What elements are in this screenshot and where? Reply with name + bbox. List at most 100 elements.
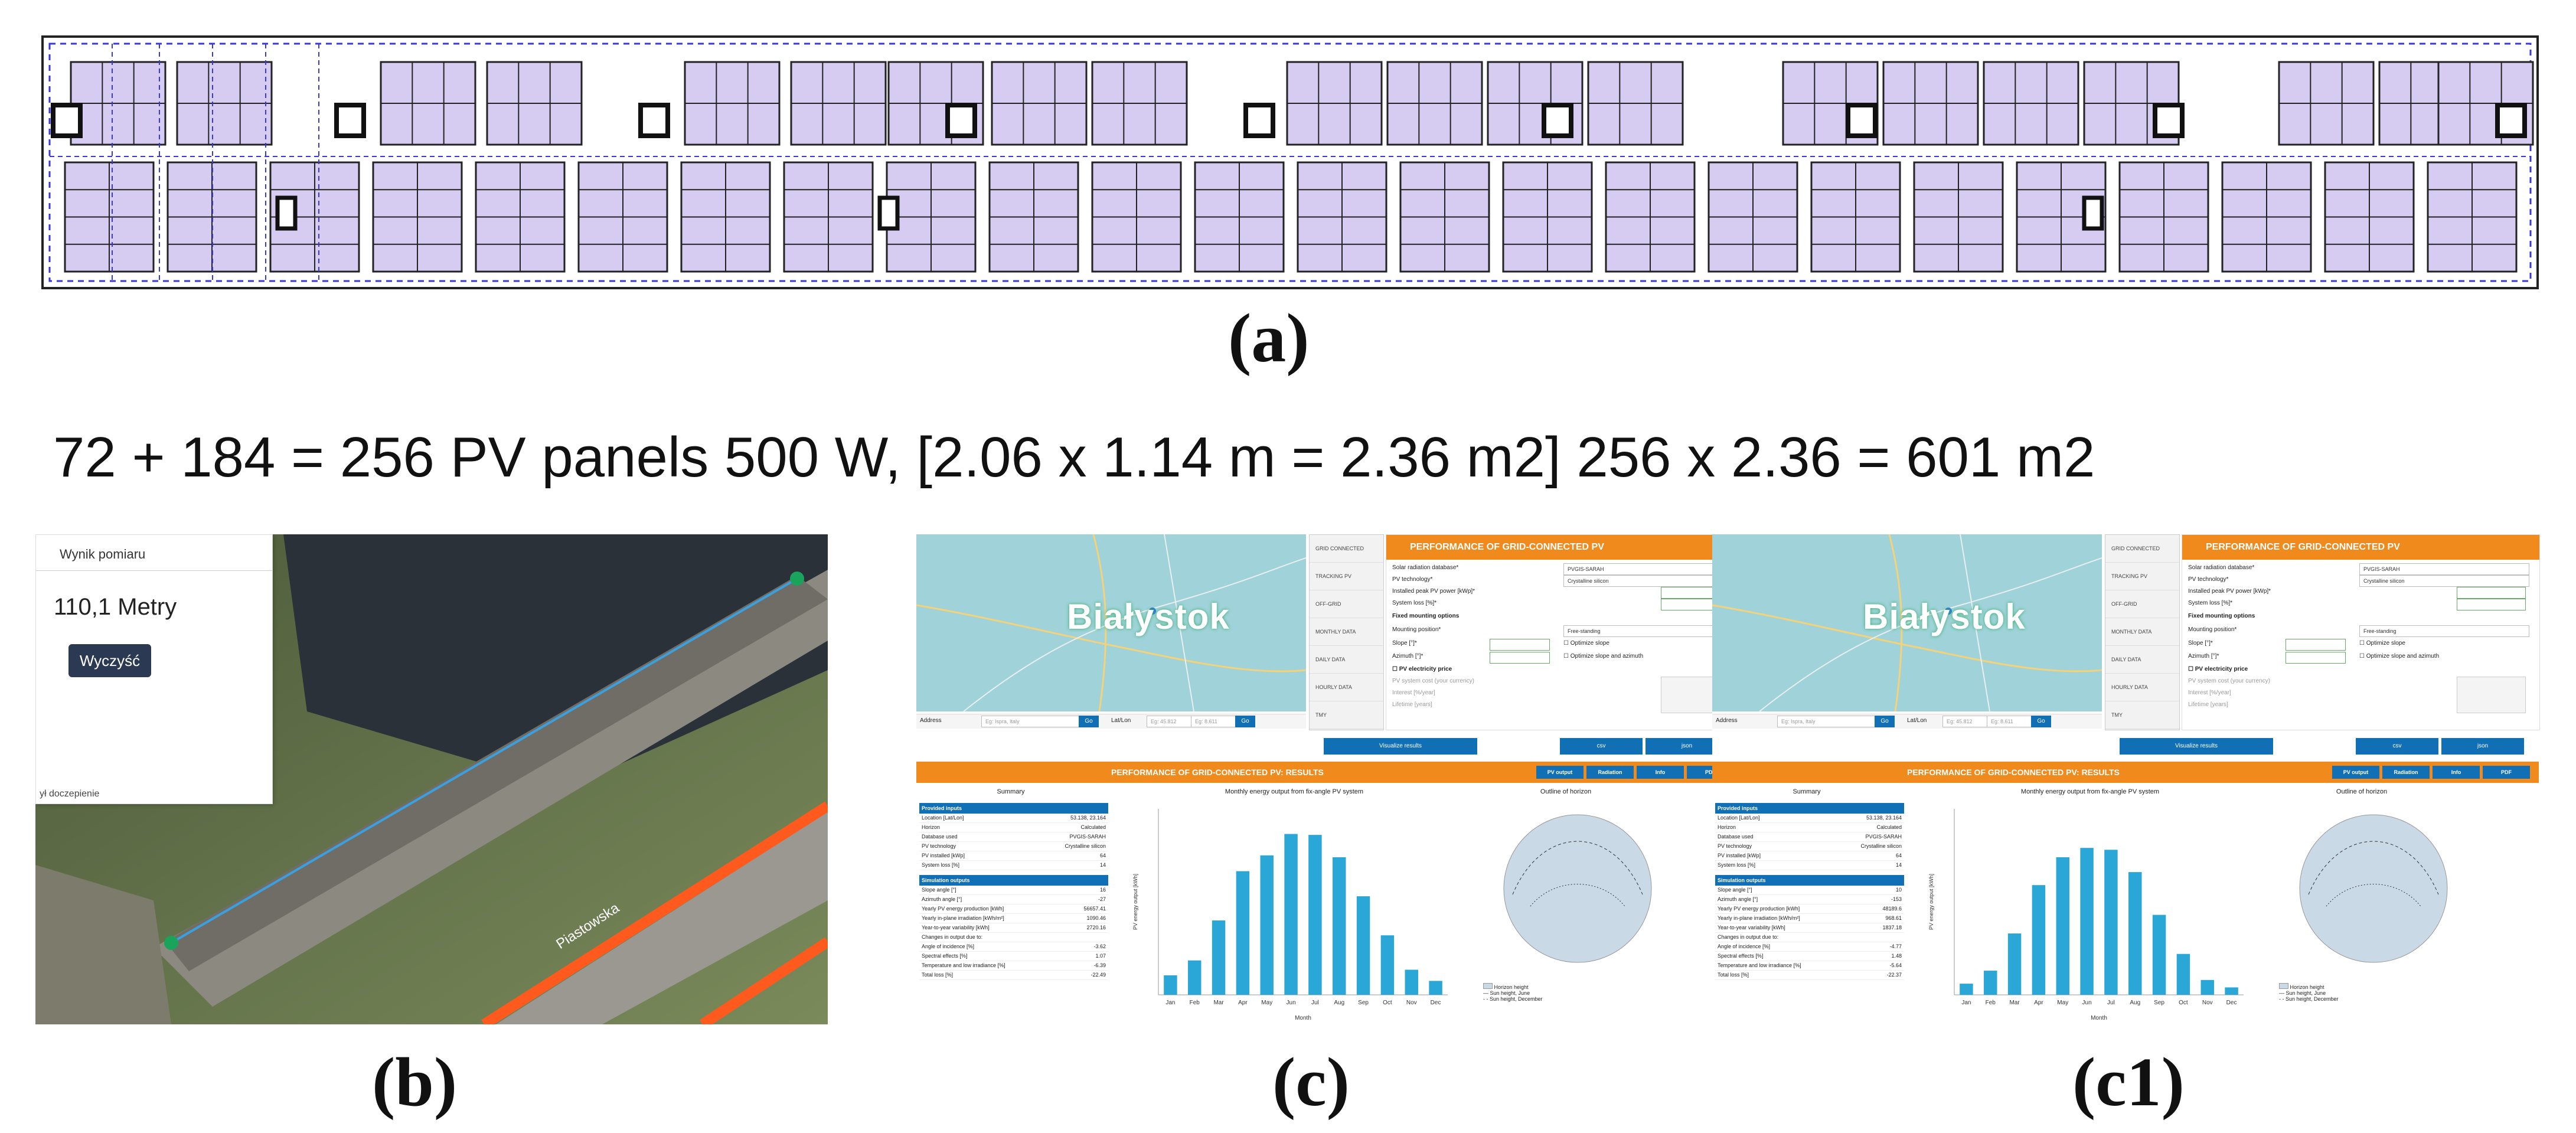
tool-tab[interactable]: HOURLY DATA [1310, 674, 1383, 701]
row-label: Slope angle [°] [922, 887, 956, 893]
tool-tab[interactable]: GRID CONNECTED [2105, 535, 2179, 563]
pv-map[interactable]: Białystok [916, 534, 1306, 711]
price-checkbox[interactable]: ☐ PV electricity price [1392, 666, 1452, 672]
result-tab-info[interactable]: Info [2433, 766, 2480, 779]
lon-input[interactable]: Eg: 8.611 [1191, 716, 1237, 727]
roof-vent [2495, 103, 2527, 138]
tool-tab[interactable]: DAILY DATA [1310, 646, 1383, 674]
mounting-heading: Fixed mounting options [1392, 613, 1460, 619]
radiation-db-select[interactable]: PVGIS-SARAH [2359, 563, 2529, 575]
slope-input[interactable] [1490, 639, 1550, 651]
lon-input[interactable]: Eg: 8.611 [1987, 716, 2033, 727]
table-row: Yearly in-plane irradiation [kWh/m²]1090… [919, 914, 1108, 923]
tool-tab[interactable]: HOURLY DATA [2105, 674, 2179, 701]
latlon-go-button[interactable]: Go [2031, 716, 2051, 727]
mounting-label: Mounting position* [1392, 626, 1441, 633]
row-value: 14 [1099, 862, 1106, 868]
roof-vent [51, 103, 83, 138]
mounting-select[interactable]: Free-standing [1563, 625, 1733, 637]
address-go-button[interactable]: Go [1875, 716, 1895, 727]
optimize-both-label: Optimize slope and azimuth [2366, 653, 2440, 659]
measurement-popup: Wynik pomiaru 110,1 Metry Wyczyść ył doc… [35, 534, 273, 804]
tool-tab[interactable]: TRACKING PV [2105, 563, 2179, 590]
address-go-button[interactable]: Go [1079, 716, 1099, 727]
roof-vent [334, 103, 366, 138]
measurement-value: 110,1 Metry [54, 594, 177, 620]
optimize-slope-checkbox[interactable]: ☐ Optimize slope [1563, 640, 1609, 647]
result-tab-radiation[interactable]: Radiation [2382, 766, 2430, 779]
tool-tab[interactable]: MONTHLY DATA [1310, 618, 1383, 646]
result-tab-pdf[interactable]: PDF [2483, 766, 2530, 779]
mounting-select[interactable]: Free-standing [2359, 625, 2529, 637]
x-tick-label: Sep [2154, 1000, 2164, 1006]
bar-aug [2128, 872, 2142, 995]
roof-vent [2082, 195, 2104, 231]
table-row: Azimuth angle [°]-153 [1715, 895, 1904, 905]
table-row: Angle of incidence [%]-4.77 [1715, 942, 1904, 952]
system-loss-input[interactable] [2457, 599, 2526, 610]
row-value: 1.48 [1891, 953, 1902, 959]
row-value: 53.138, 23.164 [1866, 815, 1902, 821]
address-input[interactable]: Eg: Ispra, Italy [1777, 716, 1876, 727]
tool-tab[interactable]: DAILY DATA [2105, 646, 2179, 674]
azimuth-input[interactable] [1490, 652, 1550, 664]
price-inputs[interactable] [2457, 677, 2526, 713]
visualize-results-button[interactable]: Visualize results [2120, 738, 2273, 755]
slope-input[interactable] [2286, 639, 2346, 651]
measurement-title: Wynik pomiaru [60, 547, 146, 561]
measurement-footer: ył doczepienie [40, 789, 100, 799]
tool-tab[interactable]: OFF-GRID [2105, 590, 2179, 618]
legend-label: Horizon height [1494, 984, 1529, 990]
row-label: Database used [1718, 834, 1754, 840]
optimize-both-checkbox[interactable]: ☐ Optimize slope and azimuth [1563, 653, 1644, 659]
peak-power-input[interactable] [2457, 587, 2526, 599]
latlon-go-button[interactable]: Go [1235, 716, 1255, 727]
tool-tab[interactable]: MONTHLY DATA [2105, 618, 2179, 646]
result-tab-pv-output[interactable]: PV output [2332, 766, 2379, 779]
visualize-results-button[interactable]: Visualize results [1324, 738, 1477, 755]
optimize-slope-checkbox[interactable]: ☐ Optimize slope [2359, 640, 2405, 647]
optimize-slope-label: Optimize slope [2366, 640, 2405, 647]
row-value: -153 [1891, 896, 1902, 902]
tool-tab[interactable]: TMY [1310, 701, 1383, 729]
lat-input[interactable]: Eg: 45.812 [1147, 716, 1193, 727]
lat-input[interactable]: Eg: 45.812 [1942, 716, 1989, 727]
result-tab-radiation[interactable]: Radiation [1586, 766, 1634, 779]
summary-title: Summary [1793, 788, 1821, 795]
legend-sun-december: - - Sun height, December [1483, 996, 1543, 1002]
azimuth-input[interactable] [2286, 652, 2346, 664]
roof-vent [2153, 103, 2185, 138]
pv-map[interactable]: Białystok [1712, 534, 2102, 711]
tool-tab[interactable]: TRACKING PV [1310, 563, 1383, 590]
result-tab-pv-output[interactable]: PV output [1536, 766, 1584, 779]
technology-select[interactable]: Crystalline silicon [1563, 575, 1733, 587]
bar-aug [1333, 857, 1346, 995]
price-checkbox[interactable]: ☐ PV electricity price [2188, 666, 2248, 672]
csv-button[interactable]: csv [2356, 738, 2438, 755]
address-input[interactable]: Eg: Ispra, Italy [981, 716, 1080, 727]
optimize-both-label: Optimize slope and azimuth [1570, 653, 1644, 659]
clear-button[interactable]: Wyczyść [68, 644, 151, 677]
bar-feb [1984, 971, 1997, 995]
x-tick-label: Nov [1406, 1000, 1417, 1006]
pvgis-panel-c: Białystok Address Eg: Ispra, Italy Go La… [916, 534, 1744, 1024]
result-tab-info[interactable]: Info [1637, 766, 1684, 779]
tool-tab[interactable]: OFF-GRID [1310, 590, 1383, 618]
row-value: Crystalline silicon [1860, 843, 1902, 849]
radiation-db-select[interactable]: PVGIS-SARAH [1563, 563, 1733, 575]
slope-label: Slope [°]* [2188, 640, 2213, 647]
table-row: Yearly in-plane irradiation [kWh/m²]968.… [1715, 914, 1904, 923]
tool-tab[interactable]: GRID CONNECTED [1310, 535, 1383, 563]
csv-button[interactable]: csv [1560, 738, 1643, 755]
technology-select[interactable]: Crystalline silicon [2359, 575, 2529, 587]
tool-tab[interactable]: TMY [2105, 701, 2179, 729]
price-heading: PV electricity price [2195, 666, 2248, 672]
table-row: PV installed [kWp]64 [919, 851, 1108, 861]
optimize-both-checkbox[interactable]: ☐ Optimize slope and azimuth [2359, 653, 2440, 659]
table-row: Temperature and low irradiance [%]-6.39 [919, 961, 1108, 971]
json-button[interactable]: json [2441, 738, 2524, 755]
row-label: System loss [%] [922, 862, 960, 868]
